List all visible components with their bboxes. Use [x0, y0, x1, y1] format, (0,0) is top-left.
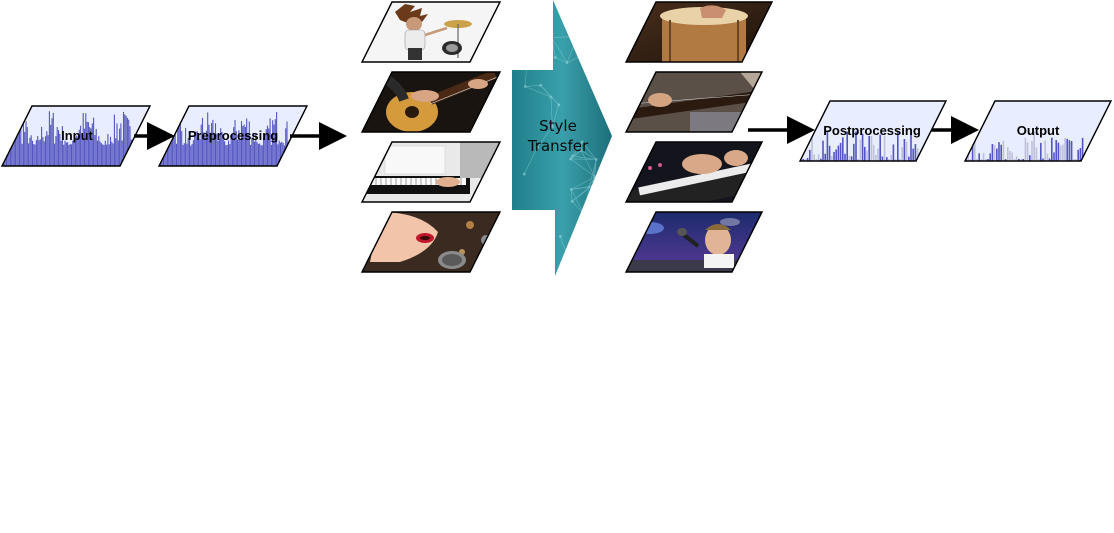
- input-node: Input: [0, 105, 152, 167]
- style-transfer-line2: Transfer: [527, 137, 589, 155]
- singer-microphone-photo-icon: [370, 212, 491, 269]
- source-tile-drummer: [360, 1, 502, 63]
- preprocessing-node: Preprocessing: [157, 105, 309, 167]
- output-label: Output: [1017, 123, 1060, 138]
- target-tile-synth-keyboard: [624, 141, 764, 203]
- target-tile-male-singer: [624, 211, 764, 273]
- postprocessing-label: Postprocessing: [823, 123, 921, 138]
- source-tile-piano: [360, 141, 502, 203]
- hand-drum-photo-icon: [660, 5, 748, 62]
- preprocessing-label: Preprocessing: [188, 128, 278, 143]
- drummer-photo-icon: [395, 4, 472, 60]
- target-tile-hand-drum: [624, 1, 774, 63]
- synth-keyboard-photo-icon: [626, 150, 762, 202]
- input-label: Input: [61, 128, 93, 143]
- style-transfer-block: Style Transfer: [512, 0, 612, 276]
- male-singer-photo-icon: [626, 218, 762, 272]
- source-tile-singer: [360, 211, 502, 273]
- piano-photo-icon: [362, 142, 500, 194]
- source-tile-acoustic-guitar: [360, 71, 502, 133]
- output-node: Output: [963, 100, 1113, 162]
- target-tile-electric-guitar: [624, 71, 764, 133]
- postprocessing-node: Postprocessing: [798, 100, 948, 162]
- acoustic-guitar-photo-icon: [382, 72, 500, 132]
- style-transfer-line1: Style: [539, 117, 577, 135]
